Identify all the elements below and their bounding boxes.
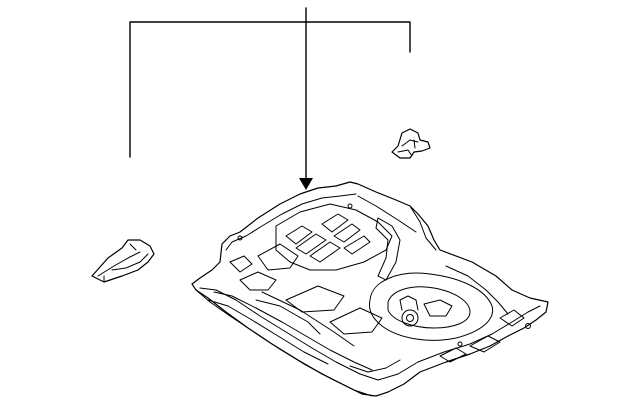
rear-floor-pan-part xyxy=(191,181,549,397)
leader-bracket xyxy=(129,21,411,158)
right-clip-part xyxy=(391,128,431,159)
left-bracket-part xyxy=(91,239,155,283)
callout-leader-lines xyxy=(129,7,411,190)
leader-arrowhead xyxy=(299,178,313,190)
